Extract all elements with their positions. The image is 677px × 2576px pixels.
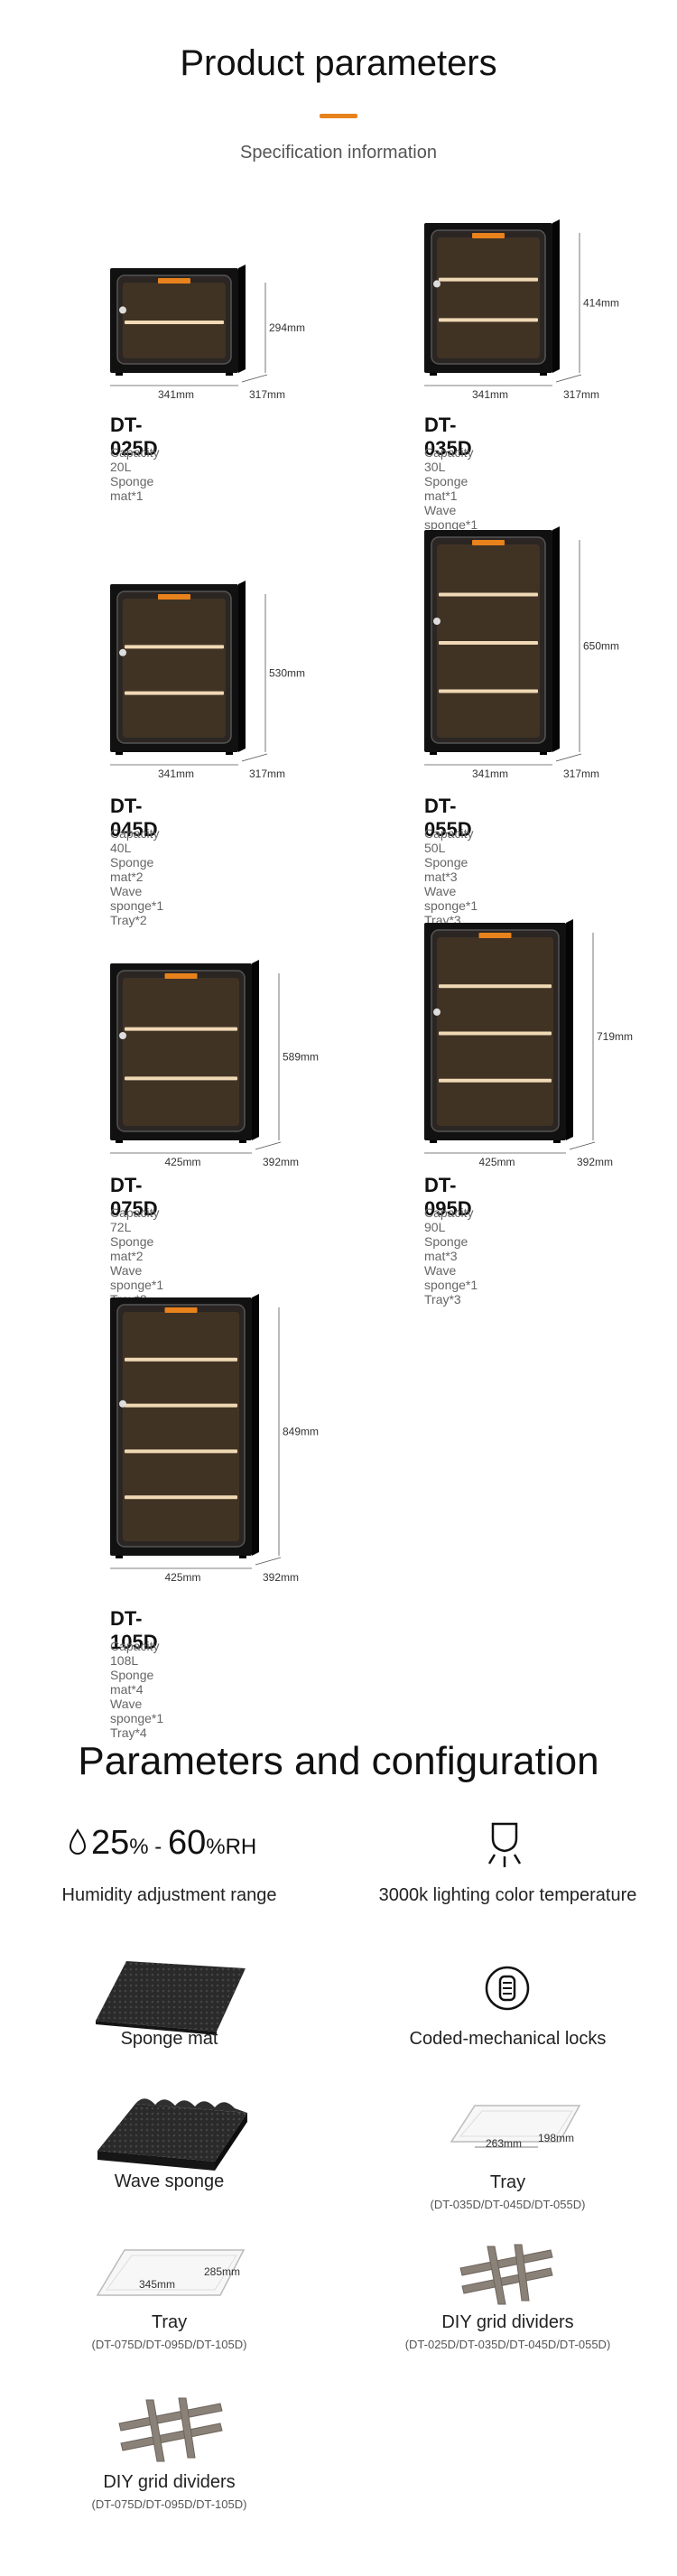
tray-small-dim2: 198mm [538, 2132, 574, 2144]
depth-dimension: 317mm [249, 767, 285, 780]
width-dimension: 425mm [479, 1156, 515, 1168]
sponge-mat-image [96, 1961, 246, 2035]
humidity-high: 60 [167, 1824, 207, 1862]
spec-line: Capacity 72L [110, 1205, 160, 1234]
tray-small-image: 263mm 198mm [450, 2105, 581, 2150]
humidity-low-unit: % [129, 1835, 149, 1859]
cabinet-image-dt-025d: 341mm 317mm 294mm [110, 265, 305, 401]
height-dimension: 294mm [269, 321, 305, 334]
droplet-icon [69, 1828, 87, 1855]
width-dimension: 341mm [158, 388, 194, 401]
humidity-label: Humidity adjustment range [61, 1885, 277, 1905]
lighting-label: 3000k lighting color temperature [378, 1885, 637, 1905]
cabinet-image-dt-035d: 341mm 317mm 414mm [424, 219, 619, 401]
cabinet-image-dt-055d: 341mm 317mm 650mm [424, 526, 619, 780]
humidity-sep: - [148, 1835, 168, 1859]
humidity-range-value: 25% - 60%RH [68, 1824, 256, 1863]
config-title: Parameters and configuration [78, 1739, 599, 1783]
spec-line: Sponge mat*3 Wave sponge*1 [424, 855, 478, 913]
product-model: DT-095D [424, 1174, 472, 1220]
product-model: DT-025D [110, 414, 158, 460]
humidity-high-unit: %RH [206, 1835, 257, 1859]
page-title: Product parameters [180, 43, 497, 83]
grid-dividers-small-label: DIY grid dividers [441, 2312, 574, 2332]
width-dimension: 425mm [165, 1156, 201, 1168]
cabinet-image-dt-075d: 425mm 392mm 589mm [110, 960, 319, 1168]
tray-small-label: Tray [489, 2172, 526, 2192]
depth-dimension: 392mm [263, 1156, 299, 1168]
spec-line: Capacity 30L [424, 445, 474, 474]
grid-dividers-large-models: (DT-075D/DT-095D/DT-105D) [91, 2497, 247, 2511]
depth-dimension: 317mm [563, 767, 599, 780]
spec-line: Sponge mat*1 [110, 474, 154, 503]
cabinet-image-dt-105d: 425mm 392mm 849mm [110, 1294, 319, 1584]
spec-line: Capacity 108L [110, 1639, 160, 1668]
cabinet-image-dt-045d: 341mm 317mm 530mm [110, 581, 305, 780]
tray-large-dim1: 345mm [139, 2278, 175, 2291]
grid-dividers-large-label: DIY grid dividers [103, 2472, 236, 2492]
spec-line: Capacity 50L [424, 826, 474, 855]
tray-large-label: Tray [151, 2312, 188, 2332]
width-dimension: 341mm [472, 767, 508, 780]
depth-dimension: 392mm [263, 1571, 299, 1584]
wave-sponge-label: Wave sponge [114, 2171, 225, 2191]
coded-lock-label: Coded-mechanical locks [409, 2029, 607, 2049]
height-dimension: 650mm [583, 640, 619, 653]
sponge-mat-label: Sponge mat [120, 2029, 218, 2049]
height-dimension: 719mm [597, 1030, 633, 1043]
tray-large-models: (DT-075D/DT-095D/DT-105D) [91, 2338, 247, 2351]
page-subtitle: Specification information [240, 143, 437, 163]
spec-line: Sponge mat*3 Wave sponge*1 [424, 1234, 478, 1292]
spec-line: Capacity 90L [424, 1205, 474, 1234]
product-model: DT-045D [110, 795, 158, 841]
width-dimension: 425mm [165, 1571, 201, 1584]
tray-large-image: 345mm 285mm [96, 2249, 246, 2296]
height-dimension: 414mm [583, 297, 619, 310]
height-dimension: 589mm [283, 1051, 319, 1064]
title-accent-bar [320, 114, 357, 118]
spec-line: Sponge mat*2 Wave sponge*1 [110, 1234, 164, 1292]
cabinet-image-dt-095d: 425mm 392mm 719mm [424, 919, 633, 1168]
spec-line: Sponge mat*2 Wave sponge*1 [110, 855, 164, 913]
spec-line: Tray*3 [424, 1292, 461, 1307]
grid-dividers-small-models: (DT-025D/DT-035D/DT-045D/DT-055D) [404, 2338, 611, 2351]
humidity-low: 25 [91, 1824, 130, 1862]
wave-sponge-image [97, 2098, 247, 2171]
spec-line: Sponge mat*1 Wave sponge*1 [424, 474, 478, 532]
height-dimension: 530mm [269, 667, 305, 680]
spec-line: Capacity 40L [110, 826, 160, 855]
width-dimension: 341mm [472, 388, 508, 401]
spec-line: Capacity 20L [110, 445, 160, 474]
grid-dividers-large-image [118, 2397, 223, 2462]
depth-dimension: 317mm [249, 388, 285, 401]
product-model: DT-105D [110, 1607, 158, 1653]
spec-line: Sponge mat*4 Wave sponge*1 [110, 1668, 164, 1725]
spec-line: Tray*2 [110, 913, 147, 927]
depth-dimension: 392mm [577, 1156, 613, 1168]
coded-lock-icon [485, 1966, 530, 2011]
tray-large-dim2: 285mm [204, 2265, 240, 2278]
height-dimension: 849mm [283, 1426, 319, 1438]
tray-small-models: (DT-035D/DT-045D/DT-055D) [430, 2198, 586, 2211]
depth-dimension: 317mm [563, 388, 599, 401]
product-model: DT-075D [110, 1174, 158, 1220]
product-model: DT-035D [424, 414, 472, 460]
tray-small-dim1: 263mm [486, 2137, 522, 2150]
grid-dividers-small-image [459, 2244, 553, 2305]
lamp-icon [487, 1822, 522, 1867]
spec-line: Tray*4 [110, 1725, 147, 1740]
product-model: DT-055D [424, 795, 472, 841]
width-dimension: 341mm [158, 767, 194, 780]
